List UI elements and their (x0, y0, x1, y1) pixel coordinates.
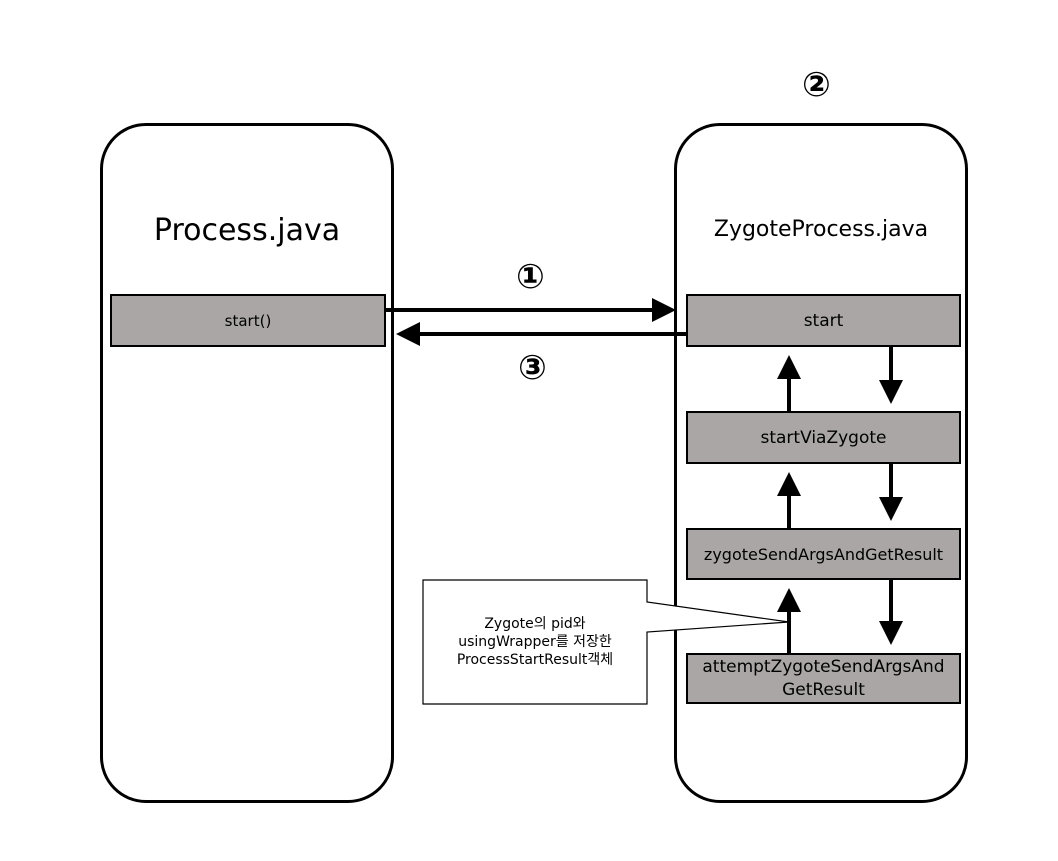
zygote-send-args-box: zygoteSendArgsAndGetResult (686, 528, 961, 580)
start-via-zygote-box: startViaZygote (686, 411, 961, 464)
process-start-box: start() (110, 294, 386, 347)
zygote-start-label: start (803, 310, 844, 331)
zygote-start-box: start (686, 294, 961, 347)
attempt-zygote-send-args-label: attemptZygoteSendArgsAndGetResult (702, 656, 945, 700)
process-java-container (100, 123, 394, 803)
note-callout (422, 579, 790, 705)
process-start-label: start() (224, 311, 272, 330)
step-3-marker: ③ (518, 348, 547, 388)
zygote-process-title: ZygoteProcess.java (713, 217, 929, 242)
attempt-zygote-send-args-box: attemptZygoteSendArgsAndGetResult (686, 653, 961, 704)
step-2-marker: ② (802, 65, 831, 105)
note-line-2: usingWrapper를 저장한 (458, 634, 612, 650)
note-text: Zygote의 pid와 usingWrapper를 저장한 ProcessSt… (423, 615, 647, 669)
note-line-1: Zygote의 pid와 (484, 616, 586, 632)
step-1-marker: ① (516, 257, 545, 297)
note-line-3: ProcessStartResult객체 (456, 652, 614, 668)
start-via-zygote-label: startViaZygote (760, 427, 887, 448)
process-java-title: Process.java (153, 213, 341, 248)
zygote-send-args-label: zygoteSendArgsAndGetResult (703, 544, 944, 564)
